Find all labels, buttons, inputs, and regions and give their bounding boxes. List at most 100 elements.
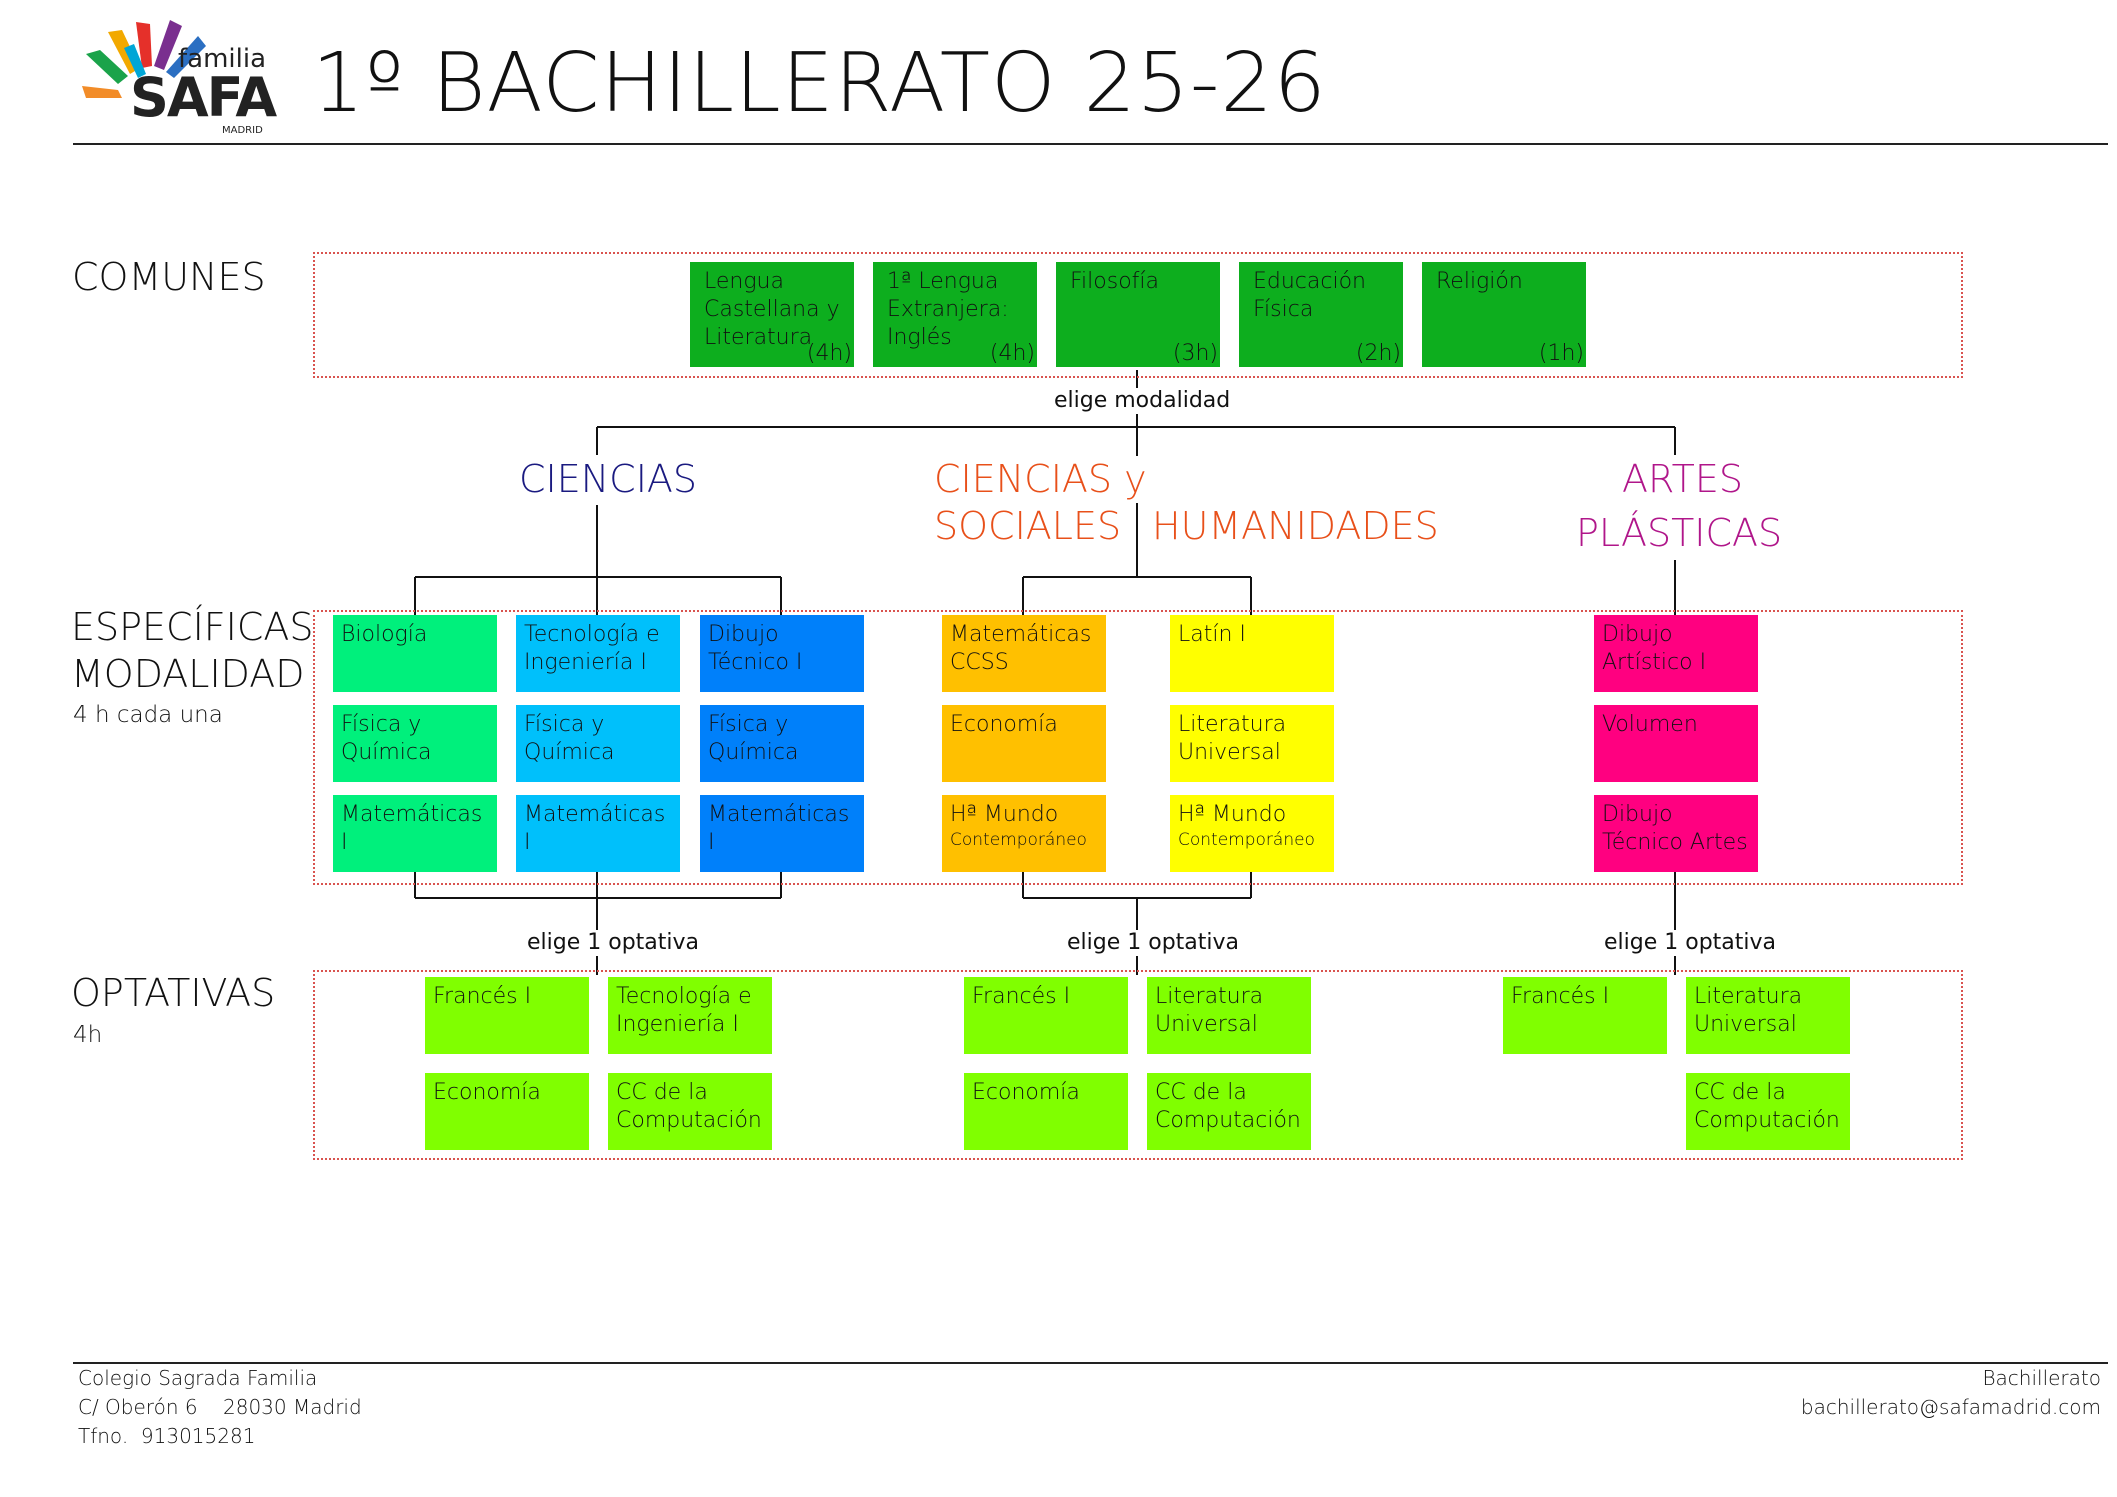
optativa-label: Francés I — [1511, 984, 1610, 1009]
especifica-fisica-quimica: Física y Química — [333, 705, 497, 782]
section-label-especificas: ESPECÍFICAS — [71, 605, 314, 649]
comun-box-religion: Religión (1h) — [1422, 262, 1586, 367]
page-title: 1º BACHILLERATO 25-26 — [312, 36, 1327, 131]
optativa-label: Economía — [433, 1080, 541, 1105]
logo-brand-text: SAFA — [130, 66, 277, 129]
especifica-label: Física y Química — [708, 712, 799, 765]
especifica-label: Biología — [341, 622, 428, 647]
comun-hours: (2h) — [1355, 341, 1401, 366]
especifica-label: Matemáticas I — [708, 802, 850, 855]
optativa-literatura-universal: Literatura Universal — [1686, 977, 1850, 1054]
comun-box-educacion-fisica: Educación Física (2h) — [1239, 262, 1403, 367]
optativa-cc-computacion: CC de la Computación — [608, 1073, 772, 1150]
especifica-dibujo-tecnico-artes: Dibujo Técnico Artes — [1594, 795, 1758, 872]
comun-hours: (3h) — [1172, 341, 1218, 366]
especifica-label: Tecnología e Ingeniería I — [524, 622, 660, 675]
comun-hours: (4h) — [989, 341, 1035, 366]
especifica-dibujo-tecnico: Dibujo Técnico I — [700, 615, 864, 692]
comun-box-filosofia: Filosofía (3h) — [1056, 262, 1220, 367]
section-label-comunes: COMUNES — [72, 255, 266, 299]
optativa-label: Francés I — [972, 984, 1071, 1009]
comun-label: Educación Física — [1253, 269, 1366, 322]
elige-modalidad-label: elige modalidad — [1050, 388, 1235, 414]
especifica-label: Dibujo Técnico I — [708, 622, 803, 675]
especifica-label: Física y Química — [341, 712, 432, 765]
modalidad-ccss-humanidades: HUMANIDADES — [1148, 503, 1443, 550]
section-sublabel-horas: 4 h cada una — [73, 702, 223, 728]
especifica-historia-mundo: Hª Mundo Contemporáneo — [942, 795, 1106, 872]
comun-box-lengua: Lengua Castellana y Literatura (4h) — [690, 262, 854, 367]
especifica-economia: Economía — [942, 705, 1106, 782]
especifica-literatura-universal: Literatura Universal — [1170, 705, 1334, 782]
comun-label: Religión — [1436, 269, 1523, 294]
especifica-matematicas: Matemáticas I — [333, 795, 497, 872]
especifica-label: Economía — [950, 712, 1058, 737]
footer-address: C/ Oberón 6 28030 Madrid — [78, 1395, 362, 1419]
footer-department: Bachillerato — [1982, 1366, 2101, 1390]
especifica-fisica-quimica: Física y Química — [700, 705, 864, 782]
especifica-label: Hª Mundo — [950, 802, 1059, 827]
especifica-matematicas: Matemáticas I — [700, 795, 864, 872]
comun-hours: (4h) — [806, 341, 852, 366]
especifica-sublabel: Contemporáneo — [950, 830, 1087, 850]
logo-hands-icon — [82, 20, 206, 98]
especifica-sublabel: Contemporáneo — [1178, 830, 1315, 850]
optativa-label: Literatura Universal — [1155, 984, 1264, 1037]
comun-hours: (1h) — [1538, 341, 1584, 366]
especifica-tecnologia: Tecnología e Ingeniería I — [516, 615, 680, 692]
especifica-biologia: Biología — [333, 615, 497, 692]
footer-email[interactable]: bachillerato@safamadrid.com — [1800, 1395, 2101, 1419]
especifica-label: Dibujo Técnico Artes — [1602, 802, 1748, 855]
optativa-frances: Francés I — [964, 977, 1128, 1054]
optativa-tecnologia: Tecnología e Ingeniería I — [608, 977, 772, 1054]
optativa-label: Francés I — [433, 984, 532, 1009]
header-divider — [73, 143, 2108, 145]
comun-label: Lengua Castellana y Literatura — [704, 269, 840, 350]
optativa-frances: Francés I — [1503, 977, 1667, 1054]
comunes-frame — [313, 252, 1963, 378]
especifica-label: Matemáticas I — [341, 802, 483, 855]
optativa-label: CC de la Computación — [1155, 1080, 1301, 1133]
section-label-modalidad: MODALIDAD — [71, 652, 305, 696]
modalidad-artes-line2: PLÁSTICAS — [1572, 510, 1787, 557]
optativa-cc-computacion: CC de la Computación — [1147, 1073, 1311, 1150]
safa-logo: familia SAFA MADRID — [78, 14, 278, 139]
especifica-label: Hª Mundo — [1178, 802, 1287, 827]
especifica-fisica-quimica: Física y Química — [516, 705, 680, 782]
optativa-cc-computacion: CC de la Computación — [1686, 1073, 1850, 1150]
logo-familia-text: familia — [178, 44, 267, 74]
section-label-optativas: OPTATIVAS — [71, 971, 276, 1015]
especifica-matematicas: Matemáticas I — [516, 795, 680, 872]
footer-divider — [73, 1362, 2108, 1364]
especifica-label: Latín I — [1178, 622, 1246, 647]
modalidad-ciencias: CIENCIAS — [515, 456, 702, 503]
modalidad-ccss-line1: CIENCIAS y — [930, 456, 1151, 503]
optativa-economia: Economía — [964, 1073, 1128, 1150]
optativa-label: Tecnología e Ingeniería I — [616, 984, 752, 1037]
optativa-economia: Economía — [425, 1073, 589, 1150]
especifica-matematicas-ccss: Matemáticas CCSS — [942, 615, 1106, 692]
optativa-label: Economía — [972, 1080, 1080, 1105]
modalidad-ccss-sociales: SOCIALES — [930, 503, 1126, 550]
comun-label: Filosofía — [1070, 269, 1159, 294]
section-sublabel-optativas: 4h — [73, 1022, 103, 1048]
especifica-label: Dibujo Artístico I — [1602, 622, 1707, 675]
especifica-label: Matemáticas I — [524, 802, 666, 855]
elige-optativa-artes-label: elige 1 optativa — [1600, 930, 1781, 956]
modalidad-artes-line1: ARTES — [1618, 456, 1747, 503]
especifica-label: Matemáticas CCSS — [950, 622, 1092, 675]
optativa-frances: Francés I — [425, 977, 589, 1054]
especifica-dibujo-artistico: Dibujo Artístico I — [1594, 615, 1758, 692]
footer-school: Colegio Sagrada Familia — [78, 1366, 318, 1390]
elige-optativa-ciencias-label: elige 1 optativa — [523, 930, 704, 956]
footer-phone: Tfno. 913015281 — [78, 1424, 256, 1448]
optativa-label: CC de la Computación — [616, 1080, 762, 1133]
comun-label: 1ª Lengua Extranjera: Inglés — [887, 269, 1009, 350]
optativa-label: CC de la Computación — [1694, 1080, 1840, 1133]
especifica-latin: Latín I — [1170, 615, 1334, 692]
elige-optativa-ccss-label: elige 1 optativa — [1063, 930, 1244, 956]
comun-box-ingles: 1ª Lengua Extranjera: Inglés (4h) — [873, 262, 1037, 367]
optativas-frame — [313, 970, 1963, 1160]
especifica-volumen: Volumen — [1594, 705, 1758, 782]
